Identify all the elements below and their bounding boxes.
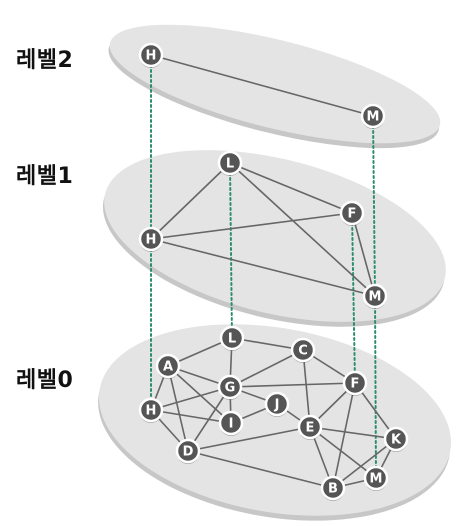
node-label: J (274, 398, 280, 413)
vertical-link-l (229, 162, 233, 339)
node-level0-g: G (217, 374, 243, 400)
node-level0-k: K (383, 426, 409, 452)
edge-level0-a-i (167, 365, 232, 424)
edge-level1-h-f (150, 212, 353, 240)
node-label: F (351, 377, 360, 392)
node-level1-m: M (362, 283, 388, 309)
node-level0-l: L (219, 325, 245, 351)
vertical-link-f (351, 212, 356, 384)
edge-level1-l-f (229, 162, 353, 214)
node-label: F (348, 207, 357, 222)
node-level0-b: B (320, 475, 346, 501)
edge-level0-d-e (187, 426, 311, 452)
vertical-link-m (372, 115, 376, 297)
edge-level0-e-m (309, 426, 377, 479)
node-label: M (369, 290, 382, 305)
node-label: L (226, 157, 234, 172)
level-2-label: 레벨2 (16, 48, 74, 73)
node-level2-h: H (138, 42, 164, 68)
node-level0-h: H (138, 397, 164, 423)
vertical-links-layer (150, 54, 377, 479)
edge-level0-c-g (229, 349, 304, 388)
node-level0-c: C (290, 337, 316, 363)
node-label: I (229, 417, 234, 432)
edge-level1-f-m (351, 212, 376, 297)
edge-level0-g-f (229, 382, 356, 388)
node-level2-m: M (360, 103, 386, 129)
node-label: D (183, 445, 194, 460)
node-level0-m: M (363, 465, 389, 491)
node-label: G (225, 381, 236, 396)
level-1-plane (104, 150, 446, 322)
level-2-plane (109, 24, 441, 144)
node-label: H (146, 49, 157, 64)
edge-level1-h-m (150, 238, 376, 297)
node-level0-i: I (218, 410, 244, 436)
node-label: C (298, 344, 308, 359)
node-level1-l: L (217, 150, 243, 176)
edge-level0-k-b (332, 438, 397, 489)
edge-level0-c-e (302, 349, 311, 428)
edge-level0-f-b (332, 382, 356, 489)
node-level0-a: A (155, 353, 181, 379)
edge-level0-g-h (150, 386, 231, 411)
node-label: H (146, 233, 157, 248)
node-label: H (146, 404, 157, 419)
planes-layer (98, 24, 452, 521)
node-level1-h: H (138, 226, 164, 252)
node-label: B (328, 482, 338, 497)
edge-level1-l-m (229, 162, 376, 297)
node-label: M (370, 472, 383, 487)
node-label: L (228, 332, 236, 347)
edge-level0-e-k (309, 426, 397, 440)
edge-level0-d-b (187, 450, 334, 489)
node-label: M (367, 110, 380, 125)
edge-level0-a-d (167, 365, 189, 452)
edge-level1-l-h (150, 162, 231, 240)
vertical-link-m (374, 295, 377, 479)
node-level0-f: F (342, 370, 368, 396)
node-level1-f: F (339, 200, 365, 226)
edge-level0-h-i (150, 409, 232, 424)
node-level0-e: E (297, 414, 323, 440)
level-0-label: 레벨0 (16, 368, 74, 393)
node-label: E (306, 421, 315, 436)
nodes-layer: H M L F H M A L C G F H J I E D K M B (138, 42, 409, 501)
node-level0-j: J (264, 391, 290, 417)
node-level0-d: D (175, 438, 201, 464)
edge-level2-h-m (150, 54, 374, 117)
node-label: A (163, 360, 173, 375)
level-1-label: 레벨1 (16, 164, 74, 189)
node-label: K (391, 433, 402, 448)
